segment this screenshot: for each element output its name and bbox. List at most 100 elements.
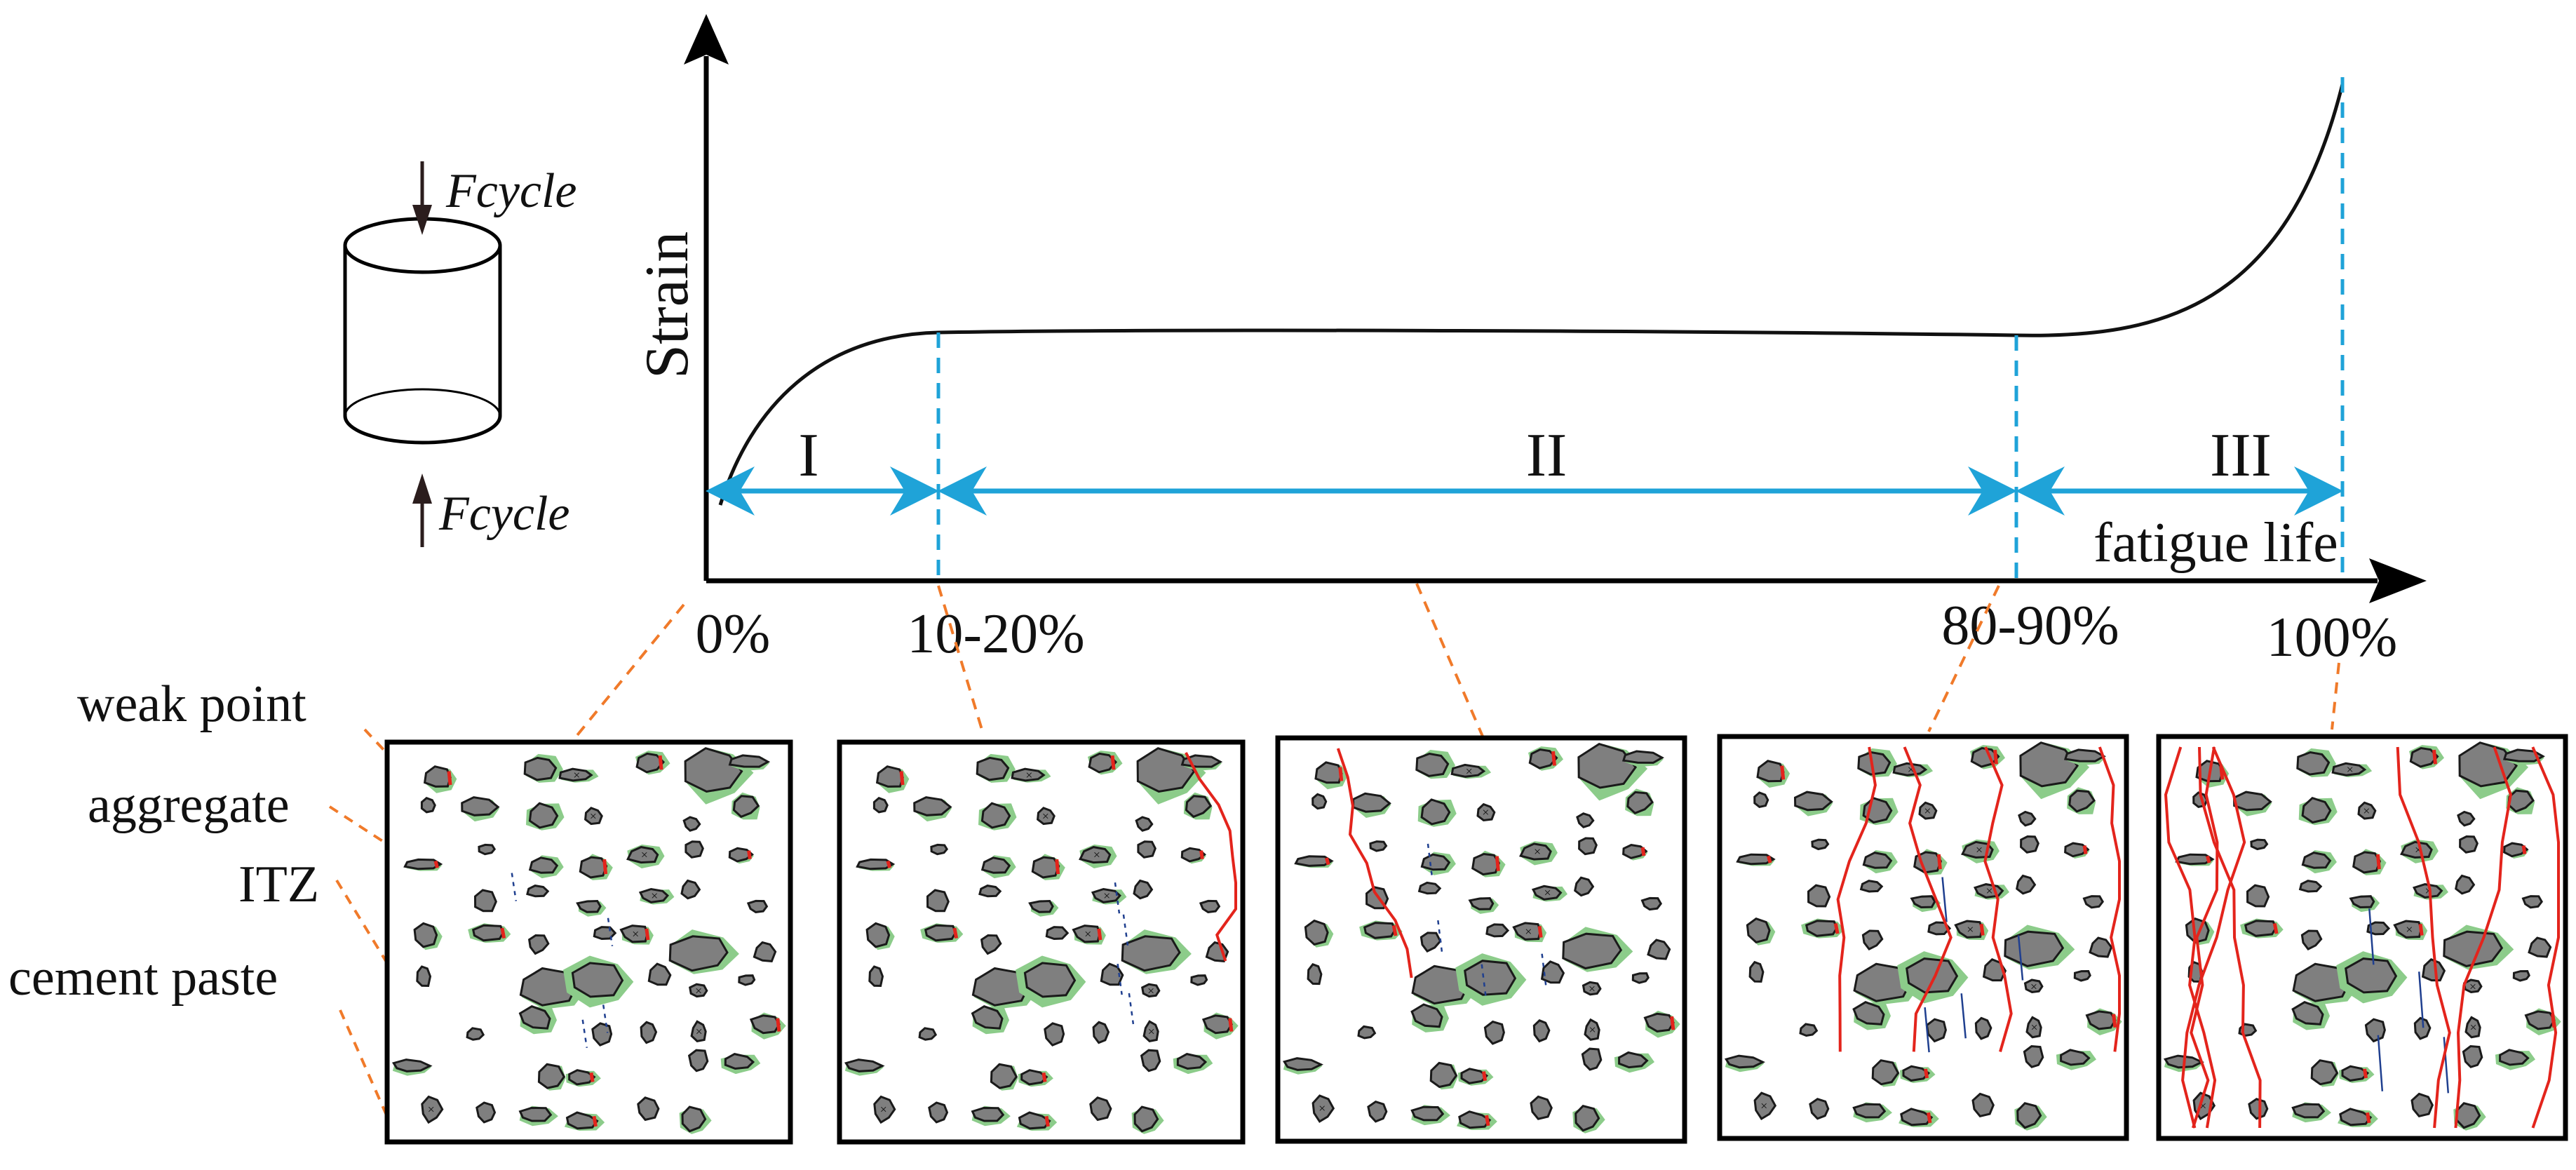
macro-crack	[2190, 746, 2219, 1129]
aggregate	[1314, 761, 1343, 784]
macro-crack	[2198, 746, 2262, 1129]
interface-crack	[433, 860, 439, 868]
micro-crack	[2443, 1037, 2450, 1094]
stage-label-iii: III	[2210, 422, 2272, 490]
aggregate	[2068, 789, 2096, 813]
aggregate	[2400, 840, 2433, 859]
weak-point-mark: ×	[1084, 927, 1091, 941]
aggregate	[1799, 1023, 1819, 1037]
aggregate	[924, 924, 957, 942]
micro-crack	[2368, 908, 2375, 965]
micro-crack	[2377, 1035, 2384, 1091]
aggregate	[2412, 883, 2443, 899]
aggregate	[2357, 801, 2377, 820]
interface-crack	[1670, 1016, 1675, 1030]
load-arrow-bottom	[412, 473, 432, 547]
aggregate	[1622, 844, 1648, 859]
aggregate	[2073, 969, 2091, 982]
aggregate	[1363, 922, 1396, 939]
aggregate	[584, 807, 603, 826]
aggregate	[1756, 760, 1785, 783]
aggregate	[565, 1111, 599, 1130]
aggregate	[1088, 752, 1118, 774]
aggregate	[971, 1005, 1004, 1030]
aggregate	[930, 843, 949, 856]
aggregate	[1577, 742, 1637, 789]
aggregate	[1861, 929, 1884, 950]
aggregate	[1954, 920, 1983, 939]
interface-crack	[645, 928, 650, 941]
aggregate	[1793, 791, 1833, 812]
aggregate	[2025, 1016, 2042, 1039]
aggregate	[591, 1022, 613, 1047]
aggregate	[2018, 810, 2037, 827]
axes	[684, 14, 2427, 603]
weak-point-mark: ×	[2469, 979, 2476, 993]
aggregate	[1647, 939, 1671, 960]
aggregate	[2349, 895, 2375, 909]
aggregate	[1420, 798, 1451, 826]
stage-label-i: I	[798, 422, 818, 490]
macro-crack	[2396, 746, 2451, 1129]
aggregate	[1458, 1110, 1492, 1129]
weak-point-mark: ×	[1148, 1024, 1155, 1038]
aggregate	[637, 1096, 660, 1122]
aggregate	[1753, 791, 1769, 809]
legend-itz: ITZ	[238, 856, 319, 913]
aggregate	[2085, 1010, 2117, 1030]
micro-crack	[1437, 920, 1443, 955]
aggregate	[640, 1021, 658, 1044]
aggregate	[1736, 853, 1776, 866]
weak-point-mark: ×	[1760, 1098, 1767, 1112]
aggregate	[1807, 884, 1831, 908]
aggregate	[2339, 1108, 2373, 1127]
interface-crack	[447, 771, 452, 786]
aggregate	[2521, 895, 2543, 909]
weak-point-mark: ×	[2470, 1021, 2477, 1035]
interface-crack	[500, 927, 506, 939]
aggregate	[1429, 1061, 1458, 1089]
aggregate	[576, 899, 602, 913]
aggregate	[2023, 1044, 2044, 1068]
weak-point-mark: ×	[1986, 884, 1993, 898]
aggregate	[1420, 853, 1451, 871]
interface-crack	[1228, 1018, 1234, 1032]
aggregate	[2499, 1049, 2530, 1066]
aggregate	[682, 816, 701, 832]
macro-crack	[1836, 746, 1877, 1052]
weak-point-mark: ×	[2199, 1098, 2206, 1112]
aggregate	[2004, 930, 2065, 967]
interface-crack	[1338, 767, 1344, 781]
aggregate	[873, 1095, 896, 1124]
legend-weak-point: weak point	[77, 675, 306, 733]
macro-crack	[2098, 746, 2121, 1052]
aggregate	[1199, 899, 1221, 914]
aggregate	[2019, 741, 2079, 788]
aggregate	[1140, 1049, 1161, 1072]
macro-crack	[2164, 746, 2217, 1129]
aggregate	[647, 962, 672, 986]
macro-crack	[1336, 748, 1413, 979]
aggregate	[1294, 855, 1334, 867]
aggregate	[1460, 1068, 1489, 1084]
weak-point-mark: ×	[2425, 884, 2432, 898]
aggregate	[1892, 762, 1928, 776]
aggregate	[1023, 962, 1077, 998]
interface-crack	[1927, 1112, 1932, 1124]
aggregate	[2064, 842, 2090, 858]
aggregate	[526, 885, 550, 898]
interface-crack	[1936, 854, 1942, 870]
aggregate	[980, 934, 1002, 955]
aggregate	[2291, 1103, 2326, 1119]
weak-point-mark: ×	[1466, 764, 1473, 778]
aggregate	[2063, 748, 2106, 762]
weak-point-mark: ×	[2415, 842, 2422, 856]
interface-crack	[1640, 847, 1646, 856]
interface-crack	[1041, 1072, 1047, 1082]
aggregate	[2512, 969, 2530, 982]
aggregate	[518, 1005, 551, 1030]
weak-point-mark: ×	[1924, 804, 1931, 818]
aggregate	[971, 1106, 1005, 1122]
legend-aggregate: aggregate	[88, 776, 290, 834]
